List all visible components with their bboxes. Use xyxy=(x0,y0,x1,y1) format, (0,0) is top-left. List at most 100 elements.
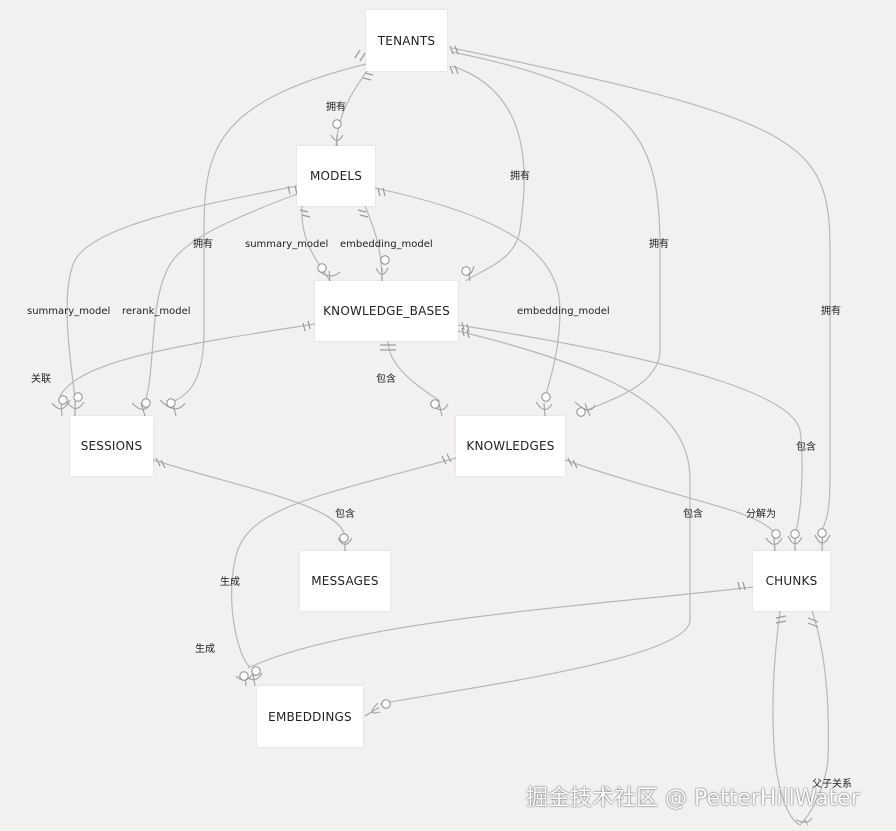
edge-models-sessions-rerank xyxy=(144,193,298,404)
many-marker-0 xyxy=(330,134,344,146)
edge-tenants-chunks xyxy=(451,47,831,534)
optional-marker-7 xyxy=(73,392,83,402)
one-marker-17 xyxy=(307,320,311,330)
one-marker-35 xyxy=(807,622,819,628)
label-tenants-knowledge-bases: 拥有 xyxy=(510,171,530,182)
entity-knowledges[interactable]: KNOWLEDGES xyxy=(456,416,565,476)
one-marker-10 xyxy=(299,209,309,213)
label-models-knowledges-embedding: embedding_model xyxy=(517,306,610,317)
label-models-sessions-rerank: rerank_model xyxy=(122,306,191,317)
one-marker-25 xyxy=(160,459,166,469)
label-models-sessions-summary: summary_model xyxy=(27,306,111,317)
label-chunks-embeddings: 生成 xyxy=(195,644,215,655)
one-marker-33 xyxy=(775,620,787,624)
optional-marker-15 xyxy=(771,529,781,539)
one-marker-29 xyxy=(572,459,578,469)
label-chunks-self: 父子关系 xyxy=(812,779,852,790)
optional-marker-16 xyxy=(251,666,261,676)
entity-knowledge-bases[interactable]: KNOWLEDGE_BASES xyxy=(315,281,458,341)
one-marker-30 xyxy=(737,581,741,591)
one-marker-20 xyxy=(461,321,465,331)
one-marker-13 xyxy=(359,214,369,218)
optional-marker-12 xyxy=(790,529,800,539)
label-kb-knowledges: 包含 xyxy=(376,374,396,385)
edge-tenants-knowledges xyxy=(451,51,661,412)
one-marker-28 xyxy=(567,457,573,467)
edge-kb-knowledges xyxy=(387,340,441,402)
one-marker-27 xyxy=(446,453,452,463)
one-marker-15 xyxy=(382,187,386,197)
many-marker-12 xyxy=(787,535,803,551)
optional-marker-13 xyxy=(381,699,391,709)
label-tenants-chunks: 拥有 xyxy=(821,306,841,317)
entity-models[interactable]: MODELS xyxy=(297,146,375,206)
label-kb-chunks: 包含 xyxy=(796,442,816,453)
many-marker-18 xyxy=(795,817,813,826)
edge-models-knowledges-embedding xyxy=(374,187,561,398)
one-marker-23 xyxy=(466,329,470,339)
one-marker-3 xyxy=(364,72,374,76)
optional-marker-6 xyxy=(380,255,390,265)
edge-kb-chunks xyxy=(457,324,803,535)
edge-knowledges-embeddings xyxy=(231,457,457,668)
optional-marker-3 xyxy=(576,407,586,417)
entity-embeddings[interactable]: EMBEDDINGS xyxy=(257,686,363,747)
edge-kb-sessions xyxy=(59,323,316,397)
optional-marker-4 xyxy=(817,528,827,538)
one-marker-22 xyxy=(461,327,465,337)
entity-sessions[interactable]: SESSIONS xyxy=(70,416,153,476)
optional-marker-9 xyxy=(541,392,551,402)
label-tenants-knowledges: 拥有 xyxy=(649,239,669,250)
one-marker-8 xyxy=(294,185,298,195)
many-marker-9 xyxy=(535,401,553,417)
edge-knowledges-chunks xyxy=(564,459,776,535)
many-marker-7 xyxy=(65,399,85,416)
optional-marker-10 xyxy=(58,395,68,405)
one-marker-14 xyxy=(377,187,381,197)
many-marker-15 xyxy=(765,537,783,552)
optional-marker-2 xyxy=(166,398,176,408)
label-models-kb-summary: summary_model xyxy=(245,239,329,250)
one-marker-1 xyxy=(359,52,366,62)
one-marker-21 xyxy=(466,323,470,333)
label-kb-embeddings: 包含 xyxy=(683,509,703,520)
one-marker-16 xyxy=(302,322,306,332)
one-marker-6 xyxy=(454,65,459,75)
one-marker-0 xyxy=(354,49,361,59)
label-models-kb-embedding: embedding_model xyxy=(340,239,433,250)
optional-marker-1 xyxy=(461,266,471,276)
optional-marker-8 xyxy=(141,398,151,408)
label-sessions-messages: 包含 xyxy=(335,509,355,520)
optional-marker-0 xyxy=(332,119,342,129)
label-tenants-models: 拥有 xyxy=(326,102,346,113)
edge-chunks-self xyxy=(772,610,830,826)
optional-marker-14 xyxy=(339,533,349,543)
label-knowledges-chunks: 分解为 xyxy=(746,509,776,520)
label-knowledges-embeddings: 生成 xyxy=(220,577,240,588)
label-tenants-sessions: 拥有 xyxy=(193,239,213,250)
many-marker-3 xyxy=(574,401,596,417)
many-marker-6 xyxy=(375,267,389,281)
label-kb-sessions: 关联 xyxy=(31,374,51,385)
edge-kb-embeddings xyxy=(379,330,691,705)
one-marker-4 xyxy=(454,45,459,55)
entity-chunks[interactable]: CHUNKS xyxy=(753,551,830,611)
edge-tenants-sessions xyxy=(169,63,367,404)
one-marker-31 xyxy=(742,581,746,591)
one-marker-9 xyxy=(287,185,291,195)
edge-models-sessions-summary xyxy=(66,185,298,398)
one-marker-5 xyxy=(449,45,454,55)
edge-tenants-knowledge-bases xyxy=(451,65,525,282)
one-marker-2 xyxy=(362,77,372,81)
one-marker-26 xyxy=(441,455,447,465)
optional-marker-17 xyxy=(239,671,249,681)
edge-sessions-messages xyxy=(152,459,346,537)
one-marker-34 xyxy=(807,617,819,623)
optional-marker-11 xyxy=(430,399,440,409)
entity-messages[interactable]: MESSAGES xyxy=(300,551,390,611)
many-marker-13 xyxy=(364,702,381,717)
entity-tenants[interactable]: TENANTS xyxy=(366,10,447,71)
one-marker-7 xyxy=(449,65,454,75)
one-marker-12 xyxy=(357,209,367,213)
one-marker-11 xyxy=(301,214,311,218)
